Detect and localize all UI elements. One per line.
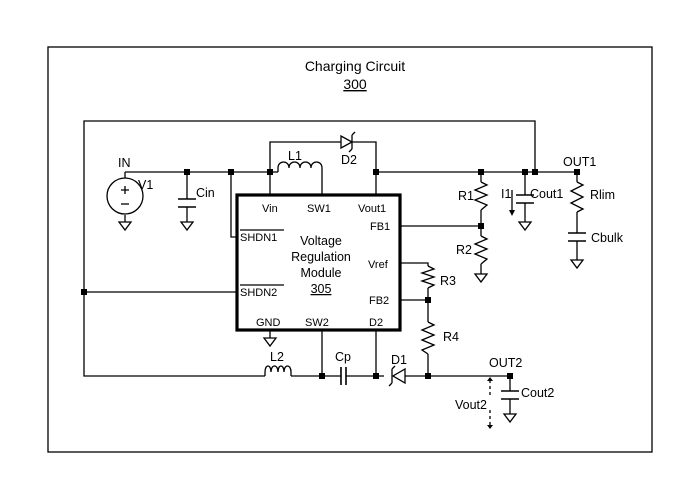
ground-cout2-icon	[503, 413, 517, 423]
outer-frame	[47, 46, 653, 453]
junction-dots	[81, 169, 580, 379]
label-l2: L2	[270, 350, 284, 364]
resistor-r1	[473, 181, 489, 211]
title-number: 300	[343, 76, 367, 92]
label-r2: R2	[456, 243, 472, 257]
resistor-rlim	[569, 181, 585, 213]
module-name-line1: Voltage	[300, 234, 342, 248]
label-r4: R4	[443, 330, 459, 344]
label-in: IN	[118, 156, 131, 170]
pin-sw2-label: SW2	[305, 317, 329, 329]
title-text: Charging Circuit	[305, 58, 405, 74]
ground-cbulk-icon	[570, 259, 584, 269]
vout2-arrows	[487, 377, 493, 429]
label-r1: R1	[458, 189, 474, 203]
voltage-source-v1	[106, 177, 144, 215]
pin-vout1-label: Vout1	[358, 203, 386, 215]
ground-cout1-icon	[518, 221, 532, 231]
module-number: 305	[311, 282, 332, 296]
label-cout1: Cout1	[530, 187, 563, 201]
label-cout2: Cout2	[521, 386, 554, 400]
label-l1: L1	[288, 149, 302, 163]
inductor-l1	[277, 161, 323, 172]
pin-fb1-label: FB1	[370, 221, 390, 233]
capacitor-cout1	[516, 194, 534, 204]
ground-gnd-pin-icon	[263, 337, 277, 347]
current-arrow-i1	[509, 190, 515, 216]
pin-gnd-label: GND	[256, 317, 281, 329]
resistor-r4	[420, 321, 436, 355]
module-name-line2: Regulation	[291, 250, 351, 264]
label-r3: R3	[440, 274, 456, 288]
capacitor-cbulk	[568, 232, 586, 242]
pin-d2-label: D2	[369, 317, 383, 329]
inductor-l2	[264, 365, 292, 376]
pin-fb2-label: FB2	[369, 295, 389, 307]
wires	[83, 120, 578, 414]
label-d1: D1	[391, 353, 407, 367]
ground-r2-icon	[474, 273, 488, 283]
voltage-regulation-module	[235, 193, 402, 332]
diode-d1	[388, 365, 406, 387]
diode-d2	[340, 131, 356, 153]
pin-vin-label: Vin	[262, 203, 278, 215]
resistor-r3	[419, 265, 437, 289]
pin-shdn1-label: SHDN1	[240, 232, 277, 244]
label-v1: V1	[138, 178, 153, 192]
label-cin: Cin	[196, 186, 215, 200]
capacitor-cin	[178, 198, 196, 208]
label-cbulk: Cbulk	[591, 231, 624, 245]
ground-v1-icon	[118, 221, 132, 231]
module-name-line3: Module	[301, 266, 342, 280]
label-cp: Cp	[335, 350, 351, 364]
label-vout2: Vout2	[455, 398, 487, 412]
ground-cin-icon	[180, 221, 194, 231]
pin-shdn2-label: SHDN2	[240, 287, 277, 299]
label-out1: OUT1	[563, 155, 596, 169]
label-out2: OUT2	[489, 356, 522, 370]
capacitor-cp	[340, 367, 347, 385]
capacitor-cout2	[501, 390, 519, 400]
pin-vref-label: Vref	[368, 259, 389, 271]
resistor-r2	[473, 235, 489, 265]
label-rlim: Rlim	[590, 188, 615, 202]
label-d2: D2	[341, 153, 357, 167]
pin-sw1-label: SW1	[307, 203, 331, 215]
label-i1: I1	[501, 187, 511, 201]
